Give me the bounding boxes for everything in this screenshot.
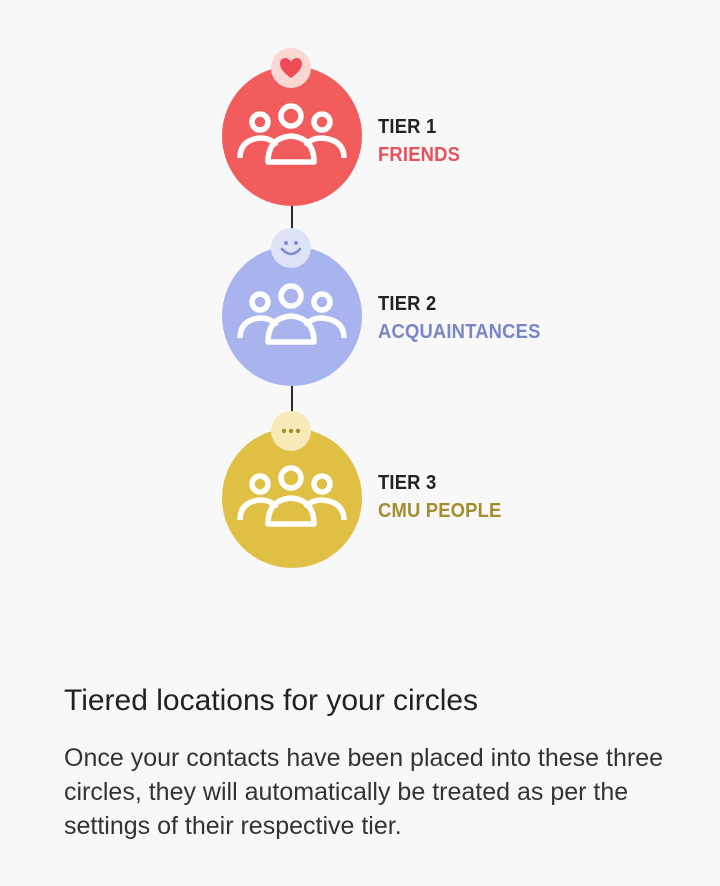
tier-3-text: TIER 3 CMU PEOPLE: [378, 470, 512, 524]
ellipsis-icon: [281, 428, 301, 434]
tier-2-label: TIER 2: [378, 293, 437, 315]
tier-2-circle: [222, 246, 362, 386]
tier-3-badge: [271, 411, 311, 451]
tier-1-badge: [271, 48, 311, 88]
tier-2-text: TIER 2 ACQUAINTANCES: [378, 291, 555, 345]
tier-2-name: ACQUAINTANCES: [378, 321, 541, 343]
tier-1-text: TIER 1 FRIENDS: [378, 114, 467, 168]
tier-3-label: TIER 3: [378, 472, 437, 494]
tier-connector-line: [291, 204, 293, 250]
tier-connector-line: [291, 384, 293, 430]
tier-1-name: FRIENDS: [378, 144, 461, 166]
tier-3-name: CMU PEOPLE: [378, 500, 502, 522]
tier-1-label: TIER 1: [378, 116, 437, 138]
description-text: Once your contacts have been placed into…: [64, 744, 663, 840]
smiley-icon: [280, 241, 302, 256]
tier-1-circle: [222, 66, 362, 206]
heart-icon: [280, 58, 302, 78]
group-people-icon: [237, 283, 347, 345]
group-people-icon: [237, 103, 347, 165]
page-title: Tiered locations for your circles: [64, 684, 479, 717]
tier-3-circle: [222, 428, 362, 568]
group-people-icon: [237, 465, 347, 527]
tier-2-badge: [271, 228, 311, 268]
